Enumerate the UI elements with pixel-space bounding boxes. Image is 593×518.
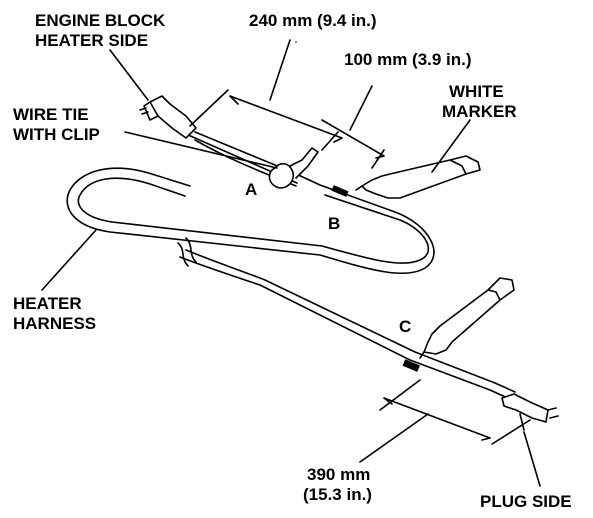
leader-wire-tie (124, 131, 278, 169)
label-white-marker-line1: WHITE (449, 82, 504, 101)
heater-harness-cable (66, 131, 516, 401)
mark-band-b (331, 185, 349, 197)
engine-connector (139, 95, 197, 139)
white-marker-c (419, 277, 515, 359)
label-engine-block-line2: HEATER SIDE (35, 31, 149, 50)
dim-ext-390 (359, 379, 531, 463)
label-wire-tie-line2: WITH CLIP (13, 125, 100, 144)
dimension-390mm-line1: 390 mm (307, 465, 371, 484)
point-label-b: B (328, 214, 341, 233)
mark-band-c (402, 359, 420, 372)
leader-white-marker (431, 119, 471, 173)
label-white-marker-line2: MARKER (442, 102, 517, 121)
dim-line-240 (229, 95, 343, 143)
point-label-a: A (245, 180, 258, 199)
white-marker-b (355, 155, 481, 199)
label-plug-side: PLUG SIDE (480, 492, 572, 511)
wire-tie-clip (268, 147, 319, 189)
cable-break-mark (177, 237, 197, 267)
leader-heater-harness (41, 229, 97, 291)
label-engine-block-line1: ENGINE BLOCK (35, 11, 166, 30)
dim-ext-100 (349, 85, 385, 169)
leader-engine-block (109, 49, 149, 101)
label-heater-harness-line1: HEATER (13, 294, 82, 313)
label-heater-harness-line2: HARNESS (13, 314, 97, 333)
plug-connector (501, 393, 559, 431)
leader-plug-side (523, 431, 541, 487)
dimension-240mm: 240 mm (9.4 in.) (249, 11, 377, 30)
dimension-390mm-line2: (15.3 in.) (303, 485, 372, 504)
dim-ext-240 (189, 39, 339, 151)
label-wire-tie-line1: WIRE TIE (13, 105, 89, 124)
dimension-100mm: 100 mm (3.9 in.) (344, 50, 472, 69)
point-label-c: C (399, 317, 412, 336)
